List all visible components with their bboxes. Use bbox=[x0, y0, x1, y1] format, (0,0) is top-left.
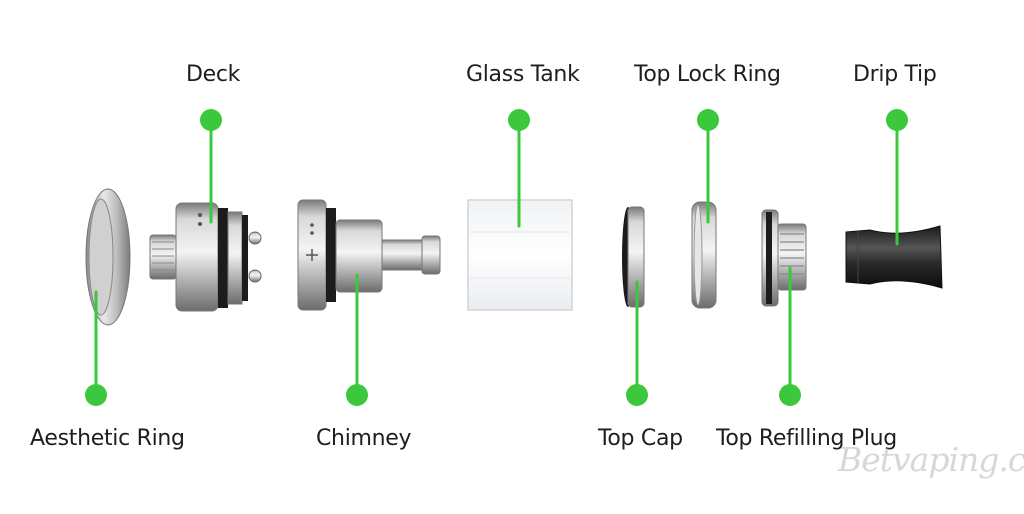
deck-marker-dot bbox=[200, 109, 222, 131]
aesthetic-ring-part bbox=[85, 188, 131, 326]
chimney-label: Chimney bbox=[316, 426, 412, 451]
markers bbox=[85, 109, 908, 406]
top-lock-ring-label: Top Lock Ring bbox=[634, 62, 781, 87]
top-lock-ring-marker-dot bbox=[697, 109, 719, 131]
chimney-marker-dot bbox=[346, 384, 368, 406]
deck-label: Deck bbox=[186, 62, 241, 87]
watermark-text: Betvaping.com bbox=[838, 440, 1024, 479]
leader-lines bbox=[94, 118, 899, 397]
top-refilling-plug-marker-dot bbox=[779, 384, 801, 406]
top-cap-marker-dot bbox=[626, 384, 648, 406]
chimney-part bbox=[297, 199, 441, 311]
drip-tip-part bbox=[845, 225, 943, 289]
deck-part bbox=[149, 202, 262, 312]
glass-tank-label: Glass Tank bbox=[466, 62, 580, 87]
aesthetic-ring-label: Aesthetic Ring bbox=[30, 426, 185, 451]
drip-tip-marker-dot bbox=[886, 109, 908, 131]
top-refilling-plug-label: Top Refilling Plug bbox=[716, 426, 897, 451]
top-refilling-plug-part bbox=[761, 209, 807, 307]
top-cap-label: Top Cap bbox=[598, 426, 683, 451]
top-lock-ring-part bbox=[691, 201, 717, 309]
drip-tip-label: Drip Tip bbox=[853, 62, 937, 87]
glass-tank-marker-dot bbox=[508, 109, 530, 131]
aesthetic-ring-marker-dot bbox=[85, 384, 107, 406]
top-cap-part bbox=[622, 206, 645, 308]
